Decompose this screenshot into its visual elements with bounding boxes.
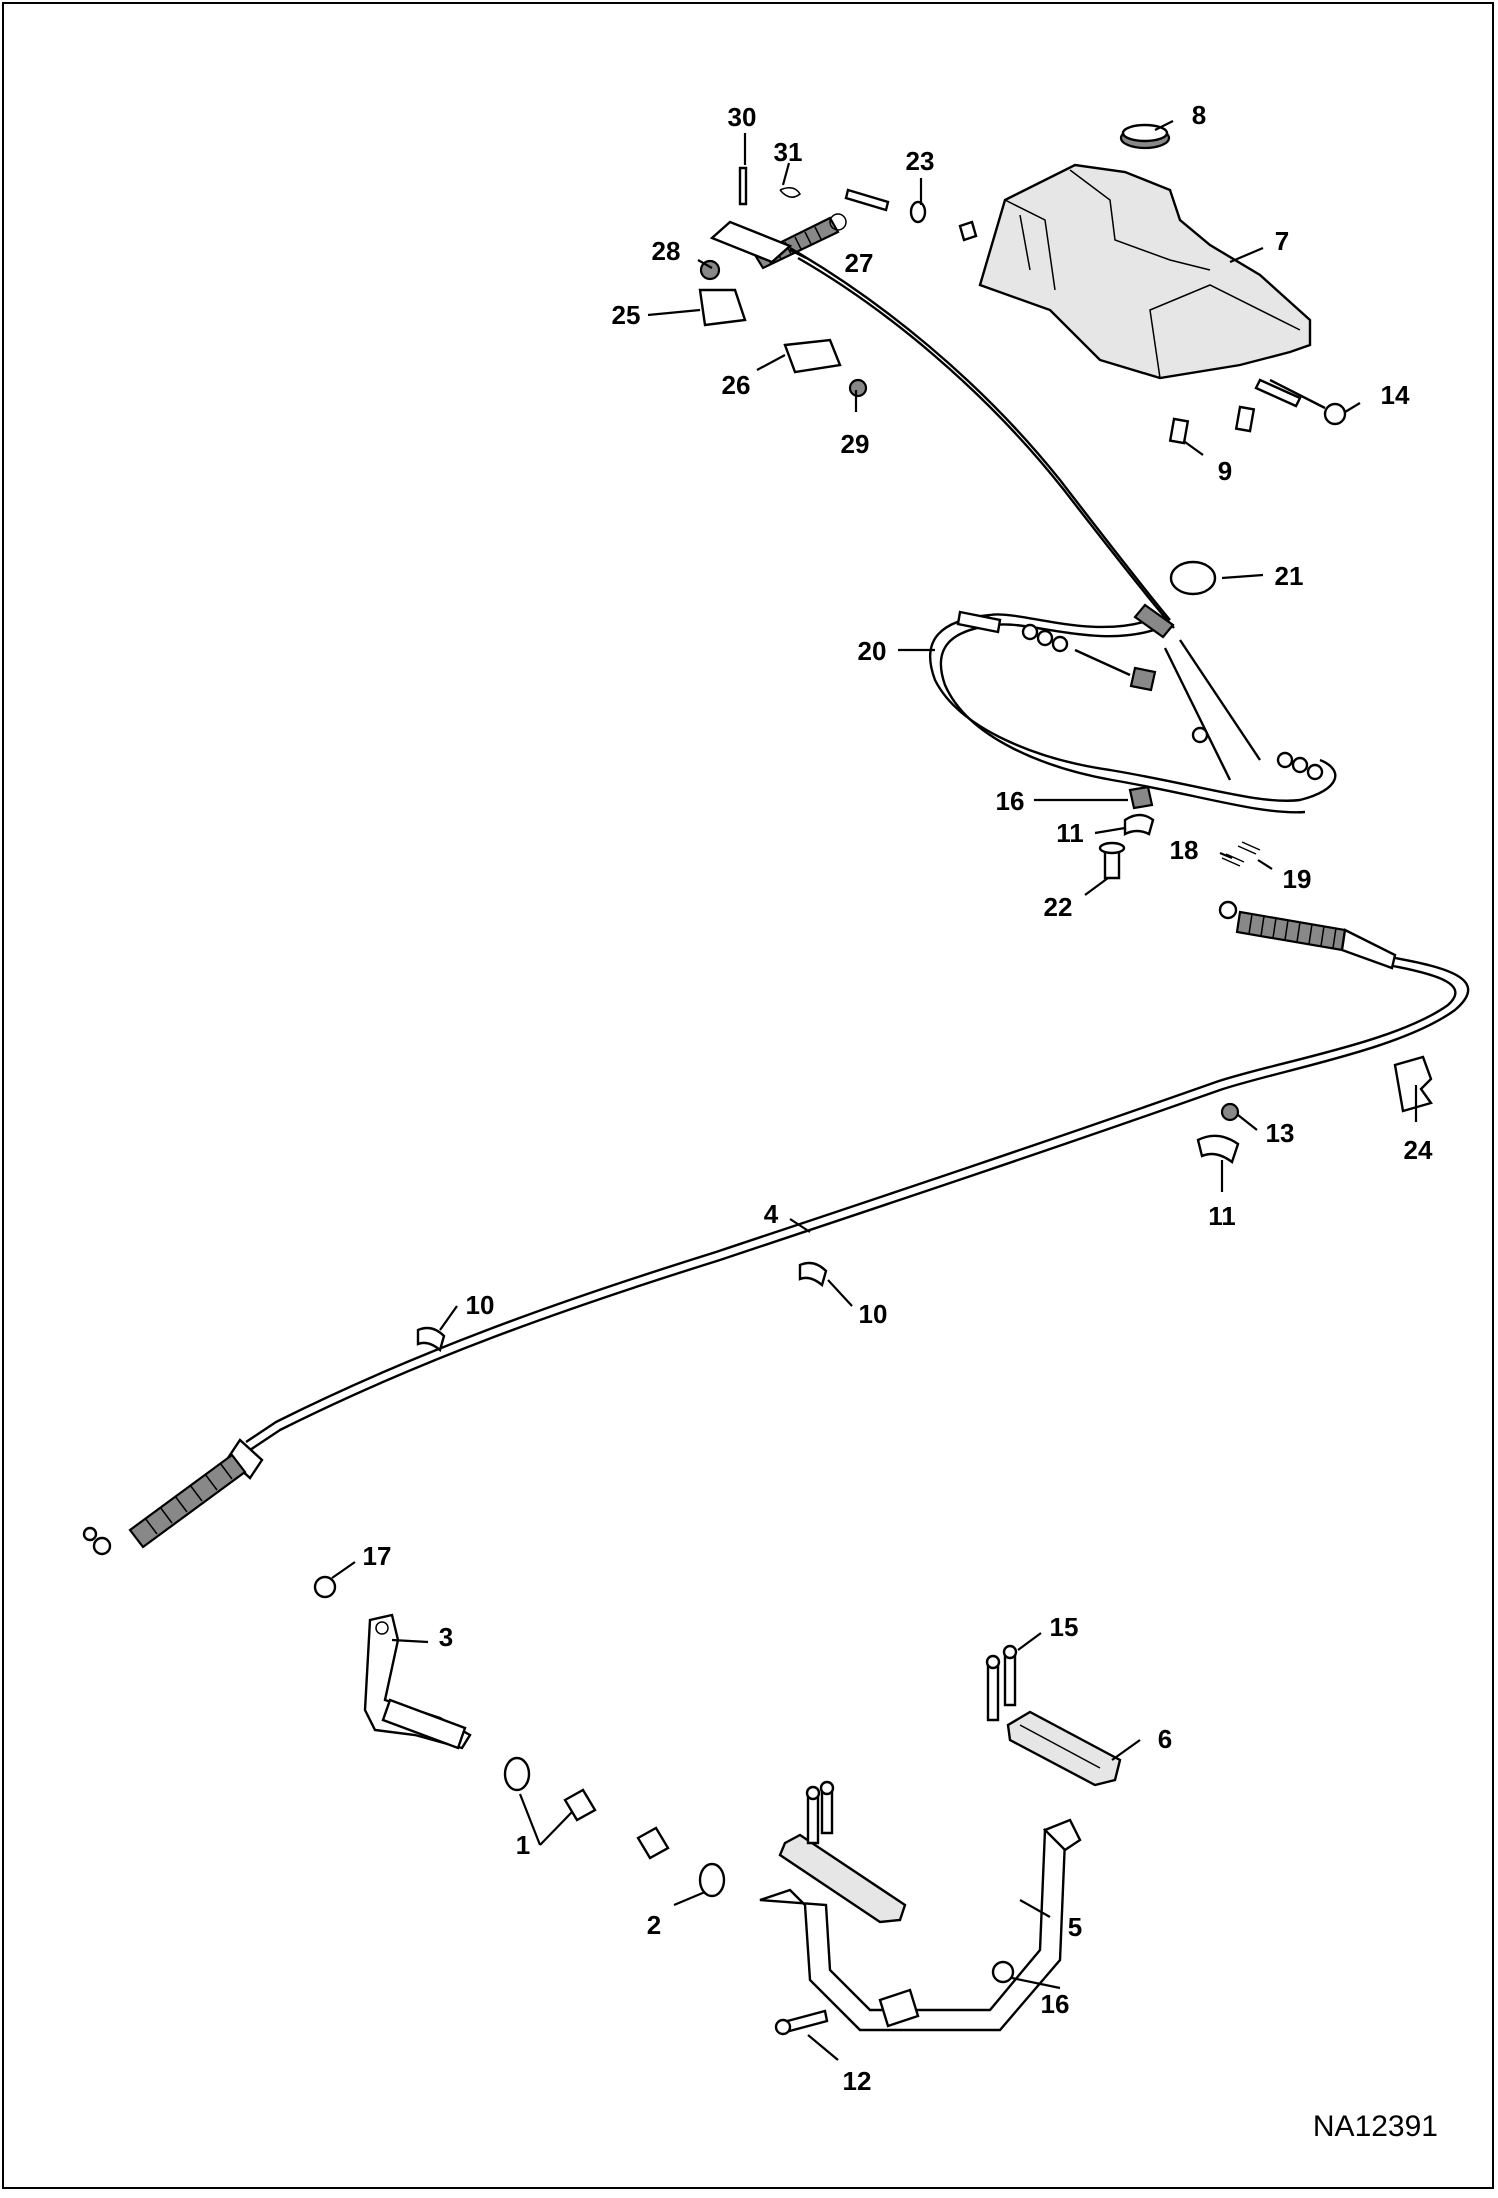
bolt-14a — [1254, 378, 1302, 408]
ring-upper — [503, 1756, 531, 1792]
bolt-14b — [1323, 402, 1347, 426]
callout-7: 7 — [1275, 226, 1289, 256]
pedal-pad-6b — [778, 1833, 907, 1924]
bolt-23 — [844, 188, 890, 212]
nut-29 — [848, 378, 868, 398]
callout-10-right: 10 — [859, 1299, 888, 1329]
callout-25: 25 — [612, 300, 641, 330]
callout-1: 1 — [516, 1830, 530, 1860]
callout-11-upper: 11 — [1056, 818, 1084, 848]
nut-17 — [313, 1575, 337, 1599]
callout-26: 26 — [722, 370, 751, 400]
callout-27: 27 — [845, 248, 874, 278]
drawing-id: NA12391 — [1313, 2110, 1438, 2143]
callout-21: 21 — [1275, 561, 1304, 591]
ring-2 — [698, 1862, 726, 1898]
bracket-24 — [1393, 1055, 1433, 1113]
lever-3 — [363, 1613, 472, 1750]
cable-assembly-20 — [929, 603, 1337, 814]
control-cable-4 — [82, 900, 1470, 1556]
clip-9a — [1168, 417, 1190, 445]
callout-29: 29 — [841, 429, 870, 459]
callout-10-left: 10 — [466, 1290, 495, 1320]
callouts: 30 31 8 23 7 28 27 25 26 29 14 9 21 20 1… — [363, 100, 1433, 2096]
clevis — [709, 220, 793, 264]
callout-23: 23 — [906, 146, 935, 176]
pedal-frame-5 — [759, 1818, 1082, 2032]
bracket-25 — [698, 288, 747, 327]
callout-16-lower: 16 — [1041, 1989, 1070, 2019]
cable-upper — [789, 246, 1171, 621]
clip-31 — [779, 187, 801, 198]
callout-15: 15 — [1050, 1612, 1079, 1642]
nut-16-lower — [991, 1960, 1015, 1984]
pedal-pad-6a — [1006, 1710, 1122, 1787]
callout-22: 22 — [1044, 892, 1073, 922]
callout-4: 4 — [764, 1199, 779, 1229]
callout-18: 18 — [1170, 835, 1199, 865]
clamp-10-right — [798, 1261, 828, 1288]
callout-2: 2 — [647, 1910, 661, 1940]
clamp-10-left — [416, 1326, 446, 1353]
callout-9: 9 — [1218, 456, 1232, 486]
washer-23 — [909, 200, 927, 224]
clamp-11-lower — [1196, 1134, 1240, 1164]
callout-16-upper: 16 — [996, 786, 1025, 816]
tank — [978, 163, 1312, 380]
bolt-13 — [1220, 1102, 1240, 1122]
callout-14: 14 — [1381, 380, 1410, 410]
callout-13: 13 — [1266, 1118, 1295, 1148]
callout-28: 28 — [652, 236, 681, 266]
callout-20: 20 — [858, 636, 887, 666]
nut-23 — [958, 220, 978, 242]
callout-19: 19 — [1283, 864, 1312, 894]
callout-3: 3 — [439, 1622, 453, 1652]
callout-11-lower: 11 — [1208, 1201, 1236, 1231]
pin-30 — [738, 166, 748, 206]
callout-17: 17 — [363, 1541, 392, 1571]
nut-16-upper — [1128, 785, 1154, 810]
leader-lines — [331, 120, 1418, 2061]
clamp-11-upper — [1123, 813, 1155, 836]
callout-5: 5 — [1068, 1912, 1082, 1942]
callout-30: 30 — [728, 102, 757, 132]
callout-24: 24 — [1404, 1135, 1433, 1165]
callout-31: 31 — [774, 137, 803, 167]
bracket-26 — [783, 338, 842, 374]
bushing-1b — [636, 1826, 670, 1860]
callout-6: 6 — [1158, 1724, 1172, 1754]
callout-12: 12 — [843, 2066, 872, 2096]
clip-9b — [1234, 405, 1256, 433]
cable-tie-21 — [1169, 560, 1217, 596]
spring-18 — [1221, 853, 1245, 867]
spring-19 — [1237, 841, 1261, 855]
callout-8: 8 — [1192, 100, 1206, 130]
